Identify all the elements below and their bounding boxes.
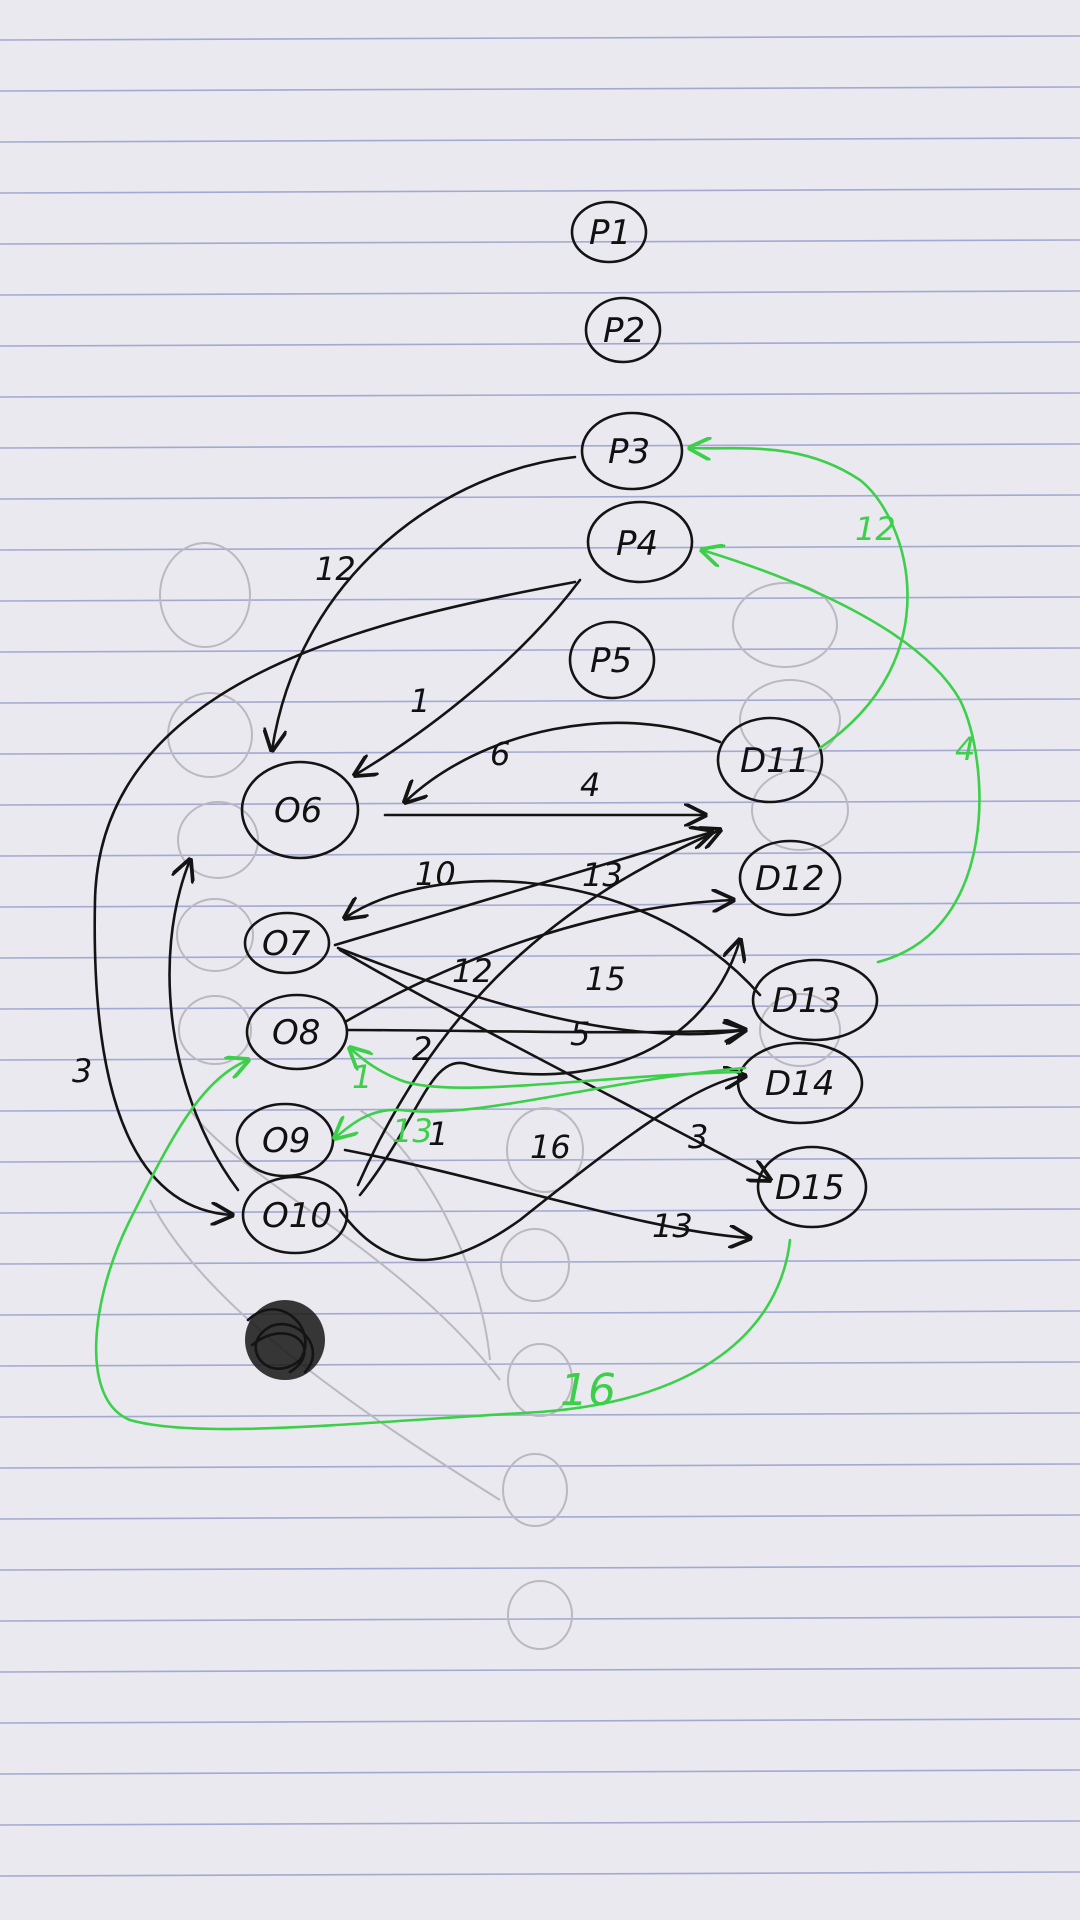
node-o8: O8: [272, 1013, 320, 1053]
ruled-line: [0, 341, 1080, 347]
weight-o9-d15: 3: [688, 1118, 708, 1156]
edge-o10-o8up: [168, 860, 240, 1192]
node-p3: P3: [608, 432, 650, 472]
ruled-line: [0, 1667, 1080, 1673]
node-labels: P1 P2 P3 P4 P5 O6 O7 O8 O9 O10 D11 D12 D…: [262, 213, 844, 1236]
weight-d13-p4: 4: [955, 730, 975, 768]
ruled-line: [0, 1871, 1080, 1877]
node-o7: O7: [262, 924, 311, 964]
ruled-line: [0, 749, 1080, 755]
ruled-line: [0, 86, 1080, 92]
edge-d14-o8: [350, 1048, 742, 1089]
edge-o8-d13: [345, 1030, 745, 1032]
weight-o6-p4: 1: [410, 682, 430, 720]
edge-d14-o9: [335, 1066, 747, 1138]
weight-o8-d14: 5: [570, 1015, 590, 1053]
ruled-line: [0, 392, 1080, 398]
node-d15: D15: [775, 1168, 844, 1208]
weight-o7-d11: 13: [582, 856, 623, 894]
ruled-line: [0, 1208, 1080, 1214]
ruled-line: [0, 35, 1080, 41]
ruled-line: [0, 902, 1080, 908]
weight-o10-d12: 2: [412, 1030, 432, 1068]
edge-d15-o8: [94, 1060, 792, 1431]
node-o10: O10: [262, 1196, 332, 1236]
ruled-line: [0, 188, 1080, 194]
weight-d14-o8: 1: [352, 1058, 372, 1096]
weight-d11-p3: 12: [855, 510, 896, 548]
ruled-line: [0, 1565, 1080, 1571]
edge-o10-d14: [338, 1076, 745, 1262]
node-o6: O6: [274, 791, 322, 831]
ruled-line: [0, 1769, 1080, 1775]
ruled-line: [0, 800, 1080, 806]
node-d11: D11: [740, 741, 809, 781]
weight-p3-o6: 12: [315, 550, 356, 588]
weight-d13-o7: 10: [415, 855, 456, 893]
green-edges: [94, 448, 981, 1431]
edge-o7-d13: [336, 946, 745, 1034]
ruled-line: [0, 1514, 1080, 1520]
edge-o7-d15: [338, 948, 770, 1180]
edge-d13-p4: [702, 550, 981, 964]
ruled-line: [0, 1361, 1080, 1367]
scribbled-node: [245, 1300, 325, 1380]
node-p5: P5: [590, 641, 632, 681]
weight-o7-d14: 15: [585, 960, 626, 998]
node-d12: D12: [755, 859, 824, 899]
node-p2: P2: [603, 311, 645, 351]
ruled-lines: [0, 35, 1080, 1877]
edge-o9-d15: [343, 1148, 750, 1238]
ruled-line: [0, 1718, 1080, 1724]
ruled-line: [0, 443, 1080, 449]
edge-o8-d12: [343, 900, 733, 1024]
node-p1: P1: [589, 213, 631, 253]
weight-d11-o6: 6: [490, 735, 510, 773]
ruled-line: [0, 1463, 1080, 1469]
node-d13: D13: [772, 981, 841, 1021]
ruled-line: [0, 1259, 1080, 1265]
ruled-line: [0, 1157, 1080, 1163]
ruled-line: [0, 290, 1080, 296]
edge-d11-p3: [690, 448, 909, 750]
ruled-line: [0, 1820, 1080, 1826]
node-d14: D14: [765, 1064, 834, 1104]
weight-o10-d11: 1: [428, 1115, 448, 1153]
ruled-line: [0, 494, 1080, 500]
edge-o10-d11: [356, 830, 720, 1187]
weight-o9-d15b: 13: [652, 1207, 693, 1245]
edge-o7-d11: [333, 832, 712, 947]
ruled-line: [0, 1310, 1080, 1316]
ruled-line: [0, 239, 1080, 245]
edge-p3-o6: [272, 455, 577, 750]
edge-p4-o6: [355, 578, 582, 775]
node-p4: P4: [616, 524, 658, 564]
edge-d11-o6: [405, 721, 722, 802]
weight-d15-o8: 16: [560, 1365, 616, 1416]
ruled-line: [0, 596, 1080, 602]
ruled-line: [0, 137, 1080, 143]
node-outlines: [235, 200, 879, 1255]
weight-o8-d12: 12: [452, 952, 493, 990]
edge-weights: 12 1 6 4 10 13 12 15 5 3 2 1 16 13 3 12 …: [72, 510, 975, 1416]
ruled-line: [0, 1004, 1080, 1010]
edge-o10-d12: [358, 940, 740, 1197]
ruled-line: [0, 1616, 1080, 1622]
ruled-line: [0, 698, 1080, 704]
weight-d14-o9: 13: [392, 1112, 433, 1150]
node-o9: O9: [262, 1121, 310, 1161]
weight-o6-d11: 4: [580, 766, 600, 804]
weight-o10-d14: 16: [530, 1128, 571, 1166]
weight-p4-o10: 3: [72, 1052, 92, 1090]
